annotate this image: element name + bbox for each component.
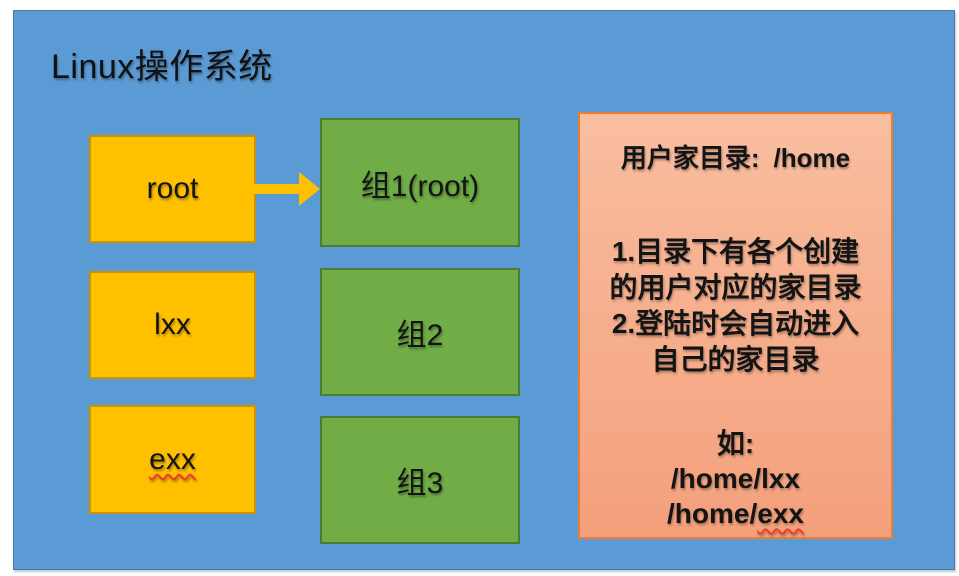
user-label-exx: exx xyxy=(149,442,196,476)
user-label-lxx: lxx xyxy=(154,308,191,341)
user-label-root: root xyxy=(146,172,199,205)
note-body-line-1: 1.目录下有各个创建 xyxy=(611,236,860,267)
note-example-path-exx: /home/exx xyxy=(667,498,804,529)
note-body-line-3: 2.登陆时会自动进入 xyxy=(611,308,860,339)
group-label-1: 组1(root) xyxy=(360,169,480,203)
user-box-lxx: lxx xyxy=(89,271,256,379)
group-label-2: 组2 xyxy=(396,319,444,352)
linux-os-canvas: Linux操作系统 root lxx exx 组1(root) 组2 组3 xyxy=(13,10,955,570)
note-header: 用户家目录: /home xyxy=(580,138,891,175)
note-examples: 如: /home/lxx /home/exx xyxy=(580,426,891,531)
group-box-3: 组3 xyxy=(320,416,520,544)
diagram-title: Linux操作系统 xyxy=(51,48,273,86)
note-body-line-2: 的用户对应的家目录 xyxy=(609,272,862,303)
note-example-path-lxx: /home/lxx xyxy=(670,463,801,494)
note-example-label: 如: xyxy=(716,428,755,459)
group-label-3: 组3 xyxy=(396,467,444,500)
note-body: 1.目录下有各个创建 的用户对应的家目录 2.登陆时会自动进入 自己的家目录 xyxy=(580,234,891,378)
note-body-line-4: 自己的家目录 xyxy=(651,344,820,375)
home-directory-note-box: 用户家目录: /home 1.目录下有各个创建 的用户对应的家目录 2.登陆时会自… xyxy=(578,112,893,539)
group-box-2: 组2 xyxy=(320,268,520,396)
user-box-exx: exx xyxy=(89,405,256,514)
note-header-value: /home xyxy=(773,143,851,173)
group-box-1-root: 组1(root) xyxy=(320,118,520,247)
note-header-label: 用户家目录: xyxy=(620,143,760,173)
arrow-root-to-group1-icon xyxy=(254,172,320,206)
user-box-root: root xyxy=(89,135,256,243)
